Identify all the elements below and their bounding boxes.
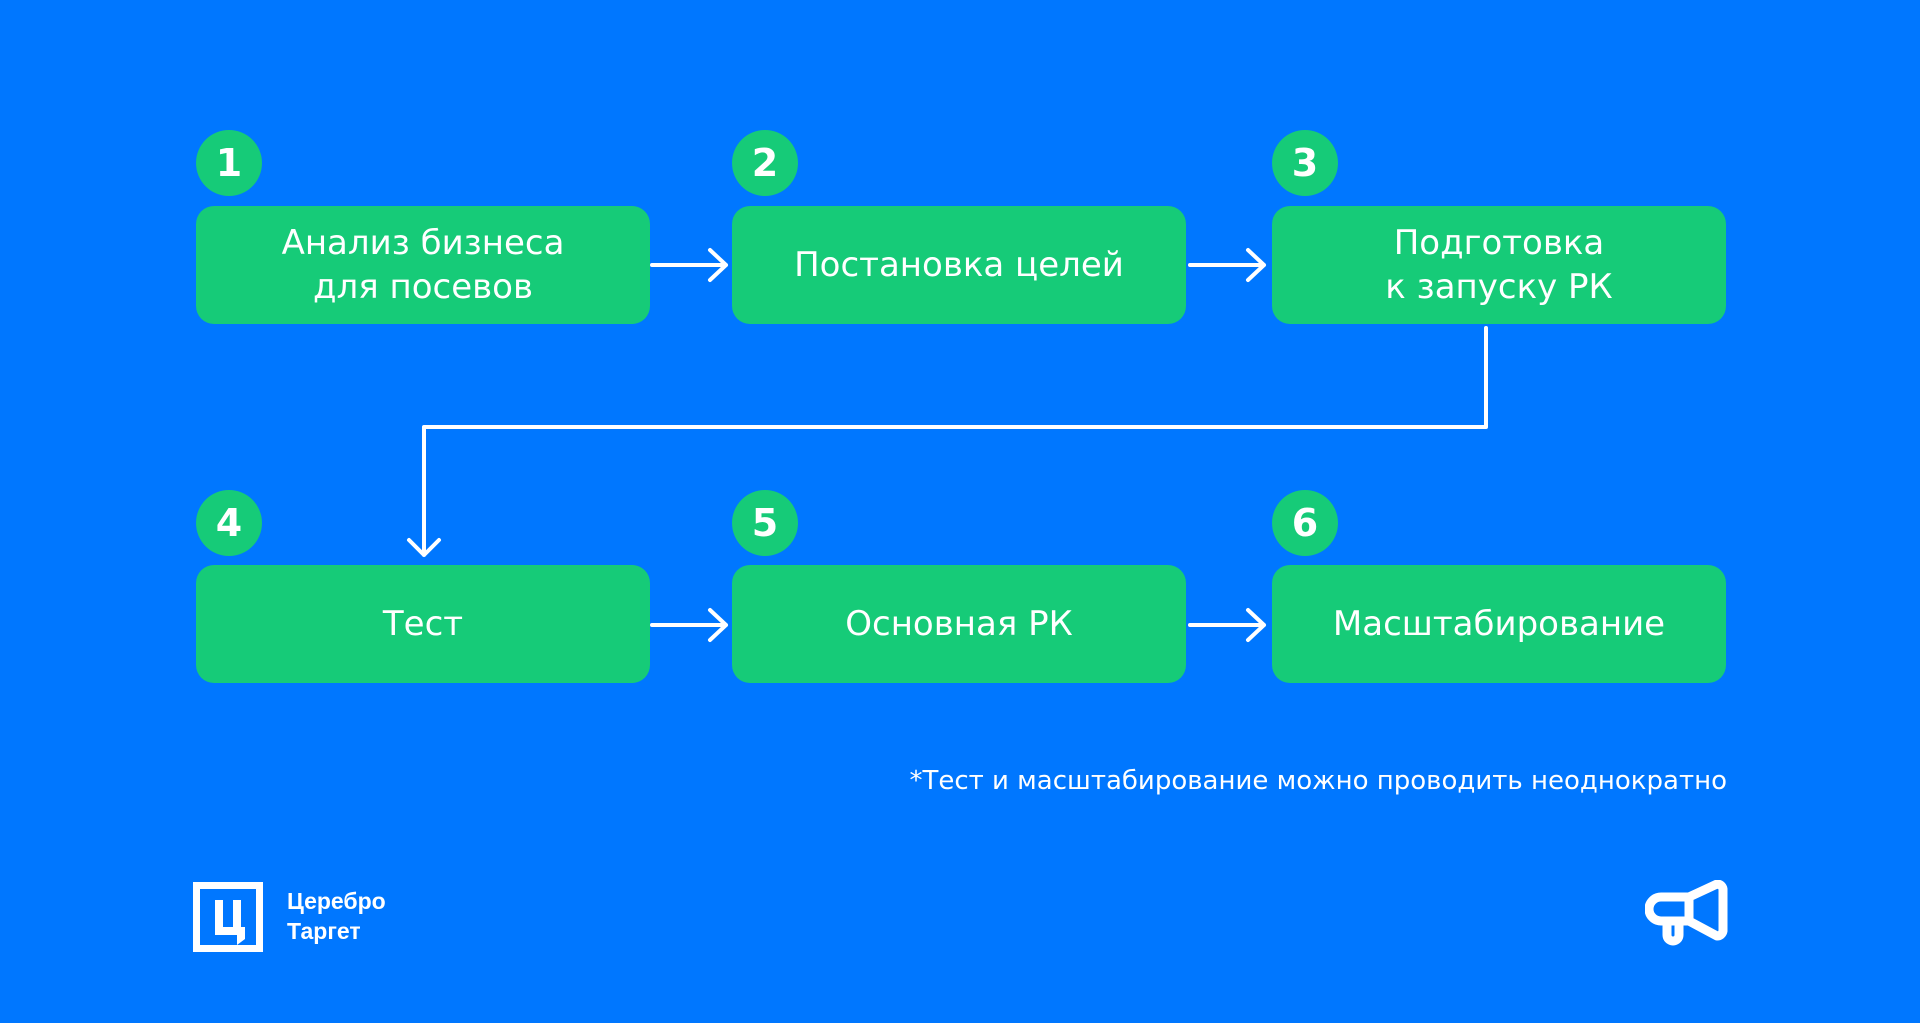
arrow-2-3: [1188, 248, 1266, 282]
arrow-3-4: [407, 326, 1488, 557]
brand-logo-icon: [193, 882, 263, 952]
step-number-6: 6: [1272, 490, 1338, 556]
step-number-1: 1: [196, 130, 262, 196]
step-box-6: Масштабирование: [1272, 565, 1726, 683]
arrow-1-2: [650, 248, 728, 282]
brand-name: Церебро Таргет: [287, 888, 386, 944]
arrow-5-6: [1188, 608, 1266, 642]
step-box-1: Анализ бизнеса для посевов: [196, 206, 650, 324]
step-box-4: Тест: [196, 565, 650, 683]
step-number-5: 5: [732, 490, 798, 556]
arrow-4-5: [650, 608, 728, 642]
step-box-5: Основная РК: [732, 565, 1186, 683]
step-number-2: 2: [732, 130, 798, 196]
footnote: *Тест и масштабирование можно проводить …: [909, 766, 1727, 796]
step-number-4: 4: [196, 490, 262, 556]
step-number-3: 3: [1272, 130, 1338, 196]
step-box-2: Постановка целей: [732, 206, 1186, 324]
megaphone-icon: [1645, 880, 1728, 946]
step-box-3: Подготовка к запуску РК: [1272, 206, 1726, 324]
